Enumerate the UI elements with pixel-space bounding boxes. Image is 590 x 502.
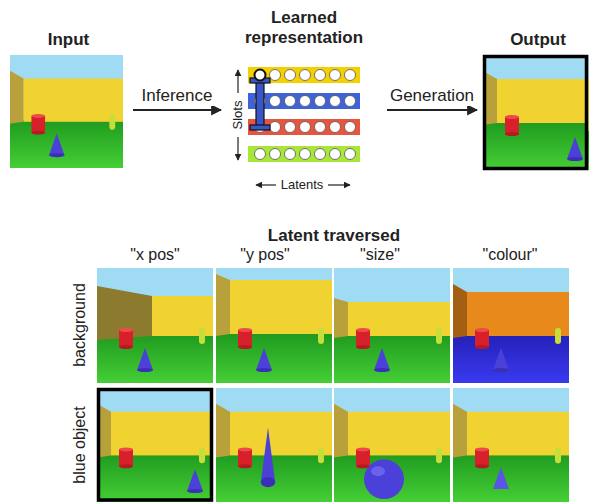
scene-image [453, 268, 569, 383]
scene-image [453, 388, 569, 502]
flow-arrow [387, 109, 477, 111]
row-label: background [71, 283, 89, 367]
flow-arrow [133, 109, 221, 111]
row-label: blue object [71, 406, 89, 483]
axis-arrow [237, 70, 238, 93]
slot-grid [238, 67, 360, 185]
selection-border [485, 57, 587, 169]
arrow-label: Generation [388, 86, 476, 106]
column-label: "size" [360, 246, 400, 264]
scene-image [97, 268, 213, 383]
axis-label: Slots [231, 101, 246, 130]
scene-image [216, 268, 332, 383]
scene-image [483, 55, 590, 170]
panel-heading: Input [10, 30, 127, 50]
axis-arrow [328, 184, 350, 185]
scene-image [216, 388, 332, 502]
axis-label: Latents [281, 178, 324, 193]
selection-border [99, 390, 212, 501]
axis-arrow [256, 184, 276, 185]
scene-image [10, 55, 123, 168]
arrow-label: Inference [140, 86, 215, 106]
panel-heading: Output [483, 30, 590, 50]
column-label: "colour" [483, 246, 538, 264]
selector-bracket [250, 70, 270, 131]
image-panel: Output [483, 30, 590, 171]
representation-box: Learned representation [227, 8, 381, 170]
column-label: "y pos" [240, 246, 290, 264]
panel-heading: Learned representation [227, 8, 381, 48]
column-label: "x pos" [130, 246, 180, 264]
scene-image [334, 268, 450, 383]
image-panel: Input [10, 30, 127, 168]
axis-arrow [237, 137, 238, 160]
scene-image [334, 388, 450, 502]
section-heading: Latent traversed [268, 226, 400, 246]
scene-image [97, 388, 213, 502]
